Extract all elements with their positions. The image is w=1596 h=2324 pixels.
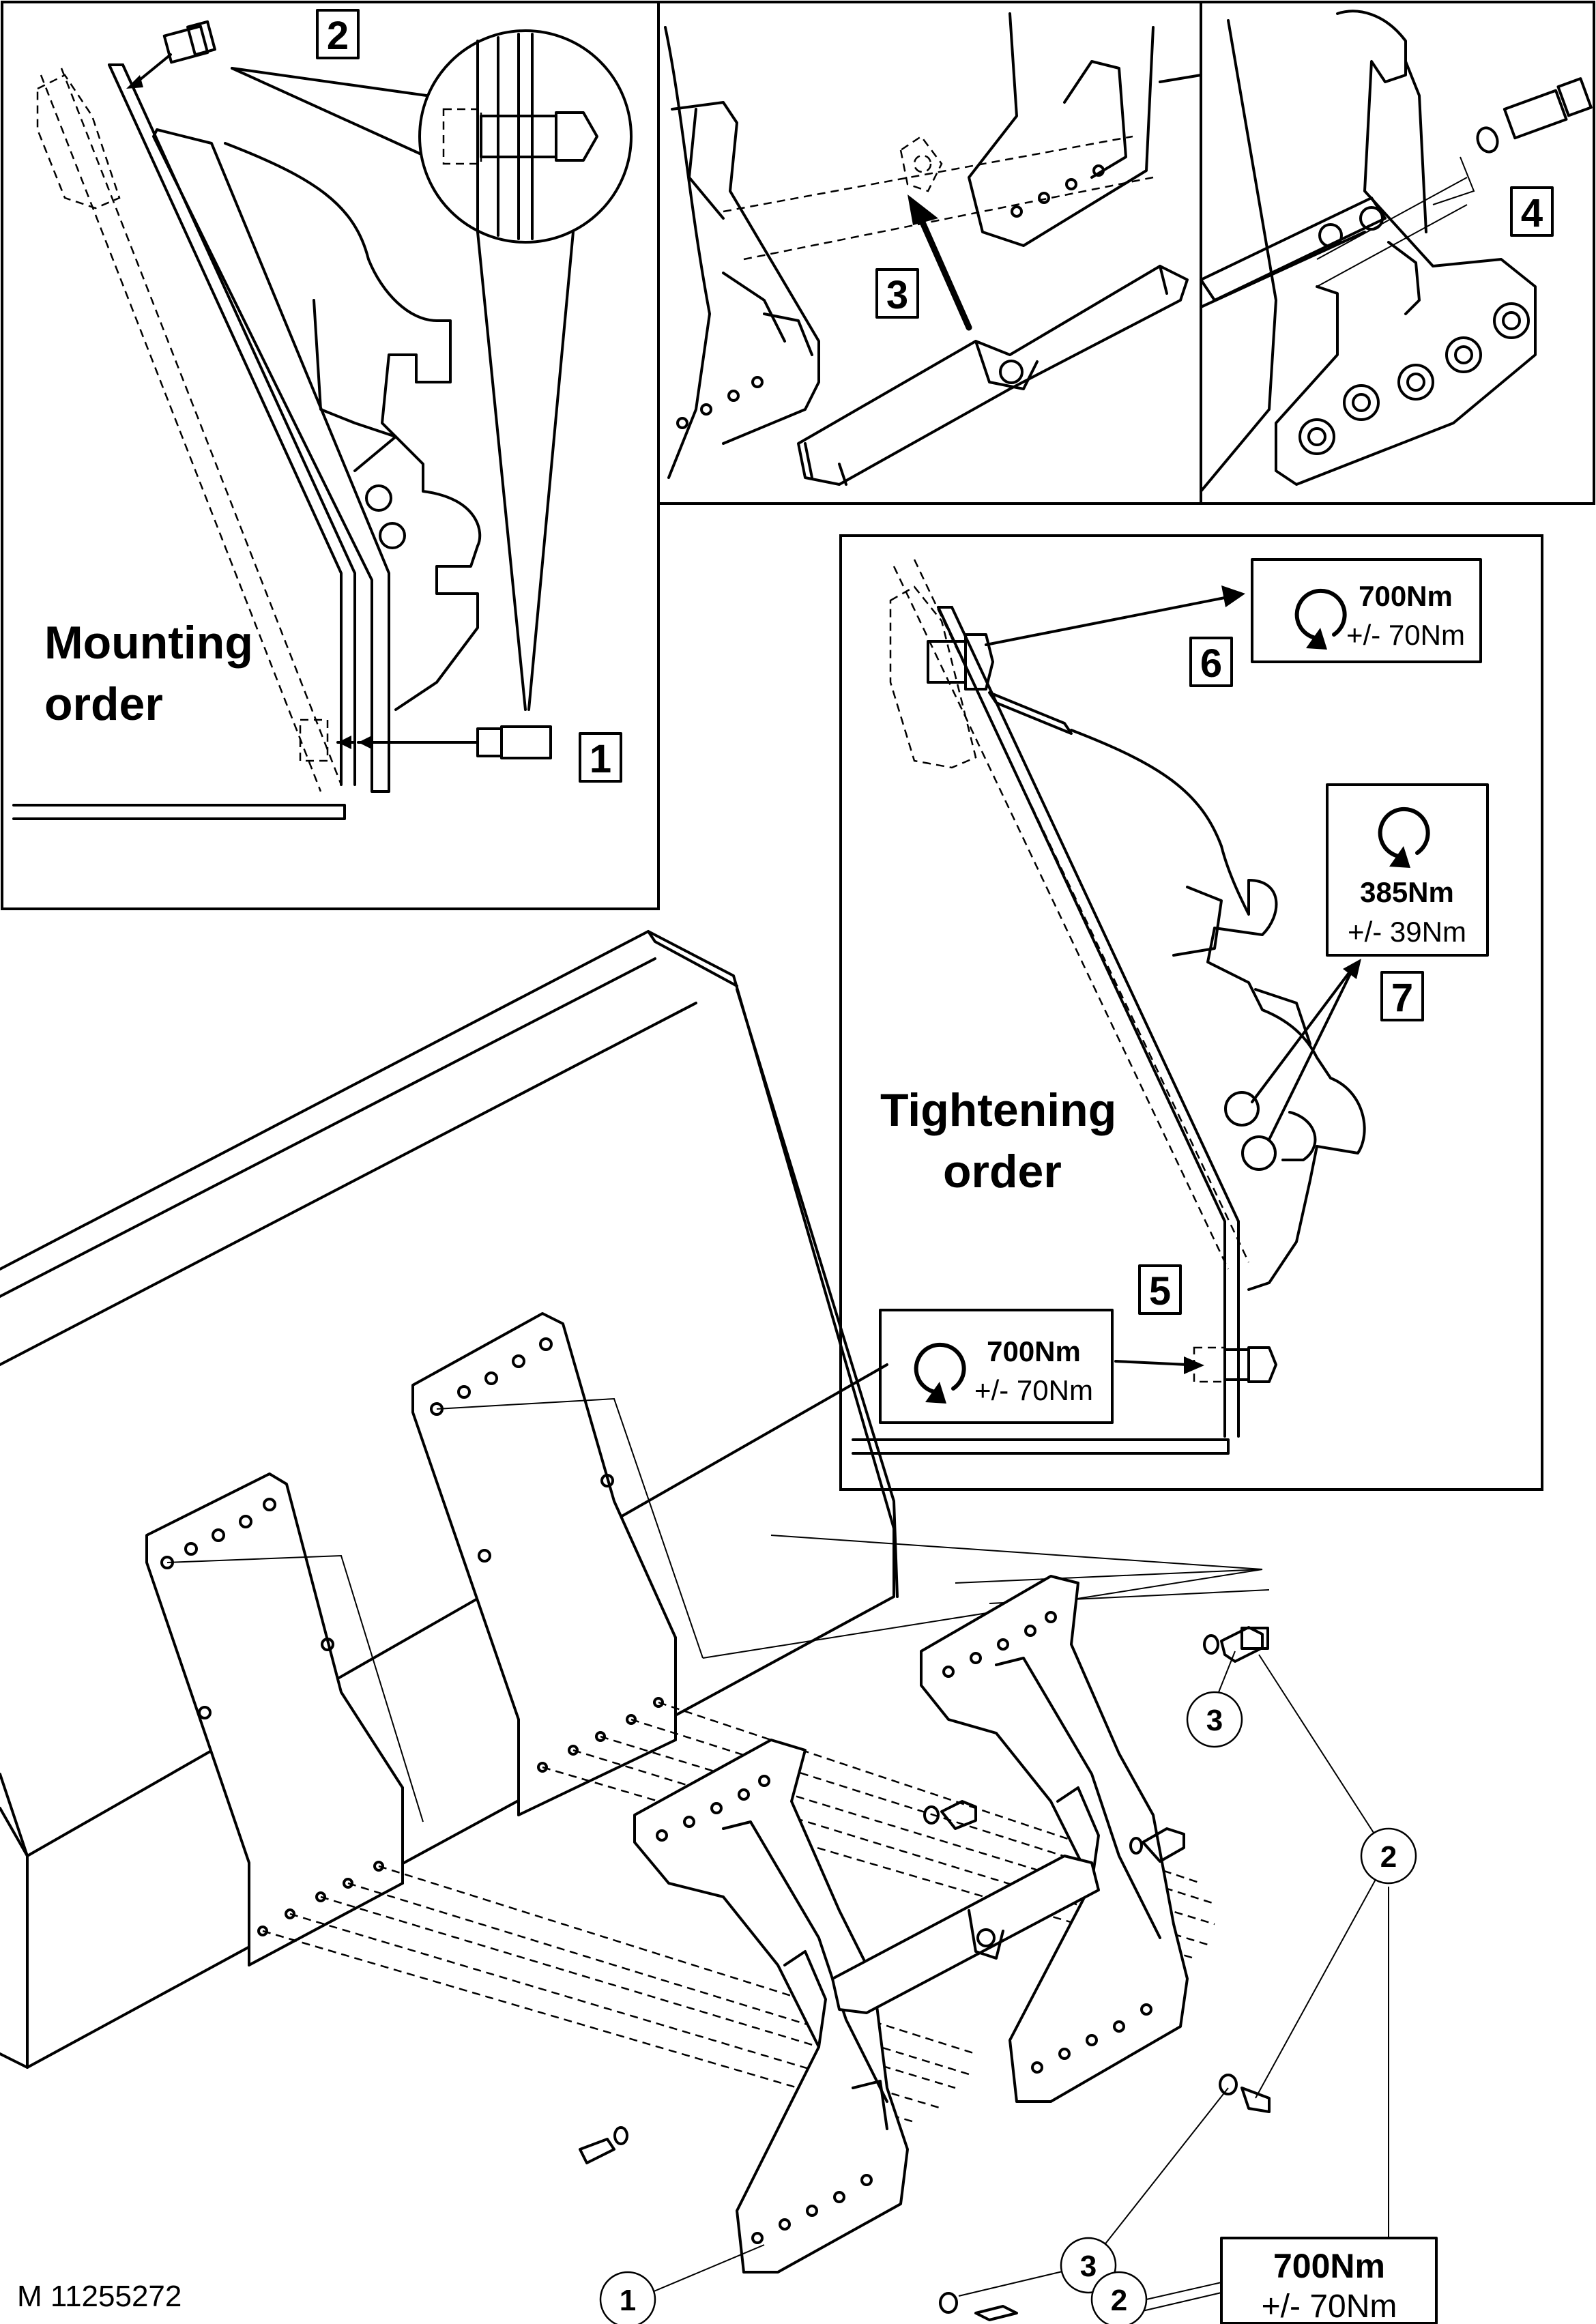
bucket-lug-plate-right <box>411 1312 677 1816</box>
step-7-label: 7 <box>1380 971 1424 1021</box>
bolt-icon <box>939 2292 1018 2321</box>
svg-text:3: 3 <box>1206 1704 1223 1737</box>
mounting-order-title: Mounting order <box>44 617 253 730</box>
svg-text:1: 1 <box>590 737 611 781</box>
svg-text:3: 3 <box>886 273 908 317</box>
svg-text:2: 2 <box>1111 2284 1127 2317</box>
mounting-order-panel <box>1 1 660 910</box>
svg-text:4: 4 <box>1521 191 1543 235</box>
bolt-icon <box>1129 1827 1185 1863</box>
bracket-icon <box>920 1575 1189 2103</box>
step-5-label: 5 <box>1138 1264 1182 1315</box>
bolt-icon <box>1219 2074 1271 2113</box>
crossbar-icon <box>831 1855 1100 2014</box>
svg-text:5: 5 <box>1149 1269 1171 1313</box>
svg-text:+/- 70Nm: +/- 70Nm <box>1346 619 1465 651</box>
svg-text:7: 7 <box>1391 976 1413 1020</box>
svg-text:2: 2 <box>327 14 349 58</box>
svg-text:6: 6 <box>1200 641 1222 686</box>
tightening-bracket-side-view <box>852 559 1366 1455</box>
crossbar-install-view <box>664 12 1202 486</box>
step-6-torque-box: 700Nm +/- 70Nm <box>985 558 1482 663</box>
bucket-lug-plate-left <box>145 1472 404 1966</box>
mounting-bracket-side-view <box>12 20 552 820</box>
svg-text:1: 1 <box>620 2284 636 2317</box>
step-2-label: 2 <box>316 9 360 59</box>
svg-text:385Nm: 385Nm <box>1360 876 1454 908</box>
step-5-torque-box: 700Nm +/- 70Nm <box>879 1309 1204 1424</box>
step-7-torque-box: 385Nm +/- 39Nm <box>1251 783 1489 1141</box>
callout-3-upper: 3 <box>1186 1691 1243 1748</box>
clockwise-torque-icon <box>914 1342 966 1404</box>
step-6-label: 6 <box>1189 637 1233 687</box>
bolt-install-view <box>1200 10 1593 493</box>
tightening-order-title: Tightening order <box>880 1084 1116 1197</box>
step-4-label: 4 <box>1510 186 1554 237</box>
clockwise-torque-icon <box>1294 588 1347 650</box>
bolt-icon <box>923 1800 977 1830</box>
projection-lines <box>166 1397 1270 2123</box>
svg-text:2: 2 <box>1380 1840 1397 1874</box>
svg-text:+/- 70Nm: +/- 70Nm <box>974 1374 1093 1406</box>
tightening-title-line1: Tightening <box>880 1084 1116 1136</box>
svg-text:700Nm: 700Nm <box>1273 2247 1385 2285</box>
clockwise-torque-icon <box>1378 807 1430 868</box>
callout-1: 1 <box>599 2271 656 2324</box>
svg-text:700Nm: 700Nm <box>1359 580 1453 612</box>
tightening-title-line2: order <box>943 1146 1062 1197</box>
callout-2: 2 <box>1360 1827 1417 1885</box>
svg-text:700Nm: 700Nm <box>987 1335 1081 1367</box>
step-3-label: 3 <box>875 268 919 319</box>
assembly-torque-box: 700Nm +/- 70Nm <box>1146 2237 1438 2324</box>
document-id: M 11255272 <box>17 2280 182 2313</box>
svg-text:+/- 70Nm: +/- 70Nm <box>1262 2289 1397 2324</box>
tightening-order-panel <box>839 534 1543 1491</box>
svg-text:+/- 39Nm: +/- 39Nm <box>1348 916 1466 948</box>
step-1-label: 1 <box>579 732 622 783</box>
callout-2-lower: 2 <box>1090 2271 1148 2324</box>
bracket-icon <box>633 1739 909 2274</box>
mounting-title-line1: Mounting <box>44 617 253 669</box>
mounting-title-line2: order <box>44 678 163 730</box>
bolt-icon <box>1203 1626 1269 1663</box>
detail-magnifier <box>231 29 633 711</box>
bolt-icon <box>579 2126 628 2164</box>
svg-text:3: 3 <box>1080 2250 1097 2283</box>
